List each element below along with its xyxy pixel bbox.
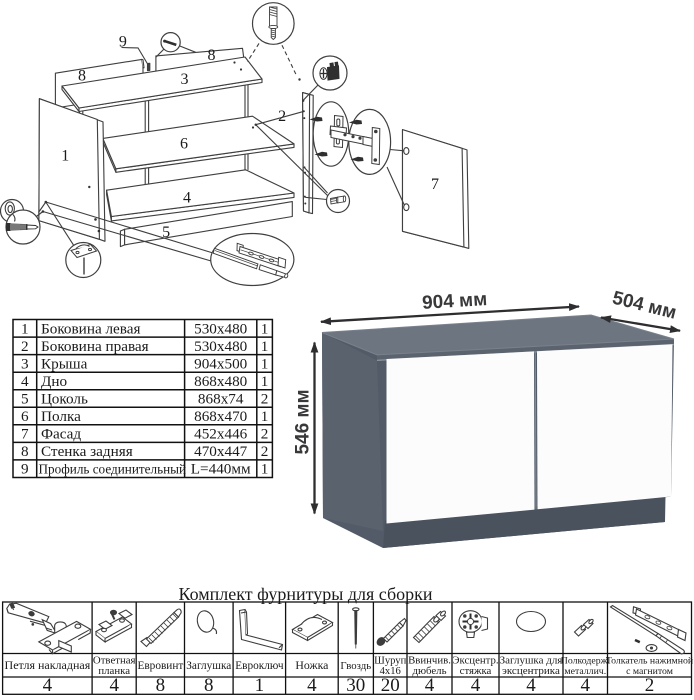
svg-text:470х447: 470х447 bbox=[194, 443, 248, 460]
svg-text:8: 8 bbox=[21, 443, 29, 460]
svg-text:4: 4 bbox=[109, 675, 119, 696]
svg-text:1: 1 bbox=[261, 355, 269, 372]
svg-text:7: 7 bbox=[431, 176, 439, 193]
svg-text:1: 1 bbox=[21, 320, 29, 337]
svg-text:L=440мм: L=440мм bbox=[191, 461, 251, 478]
svg-text:Петля накладная: Петля накладная bbox=[5, 658, 91, 672]
svg-text:металлич.: металлич. bbox=[564, 666, 606, 677]
svg-text:3: 3 bbox=[21, 355, 29, 372]
svg-text:Цоколь: Цоколь bbox=[41, 391, 88, 408]
svg-text:Полкодерж.: Полкодерж. bbox=[561, 656, 610, 667]
svg-text:Евровинт: Евровинт bbox=[137, 660, 183, 672]
svg-text:8: 8 bbox=[208, 47, 216, 64]
svg-text:30: 30 bbox=[346, 675, 365, 696]
svg-text:Комплект фурнитуры для сборки: Комплект фурнитуры для сборки bbox=[178, 584, 432, 604]
svg-text:4: 4 bbox=[425, 675, 435, 696]
svg-text:с магнитом: с магнитом bbox=[626, 666, 673, 677]
svg-text:Ножка: Ножка bbox=[295, 658, 329, 672]
svg-text:868х470: 868х470 bbox=[194, 408, 248, 425]
svg-text:9: 9 bbox=[21, 461, 29, 478]
svg-text:8: 8 bbox=[78, 68, 86, 85]
svg-text:5: 5 bbox=[162, 224, 170, 241]
svg-text:Шуруп: Шуруп bbox=[374, 656, 406, 667]
svg-text:Фасад: Фасад bbox=[41, 426, 81, 443]
svg-text:20: 20 bbox=[381, 675, 400, 696]
svg-text:5: 5 bbox=[21, 391, 29, 408]
svg-text:1: 1 bbox=[261, 320, 269, 337]
svg-text:1: 1 bbox=[261, 373, 269, 390]
svg-text:Заглушка: Заглушка bbox=[186, 660, 231, 672]
svg-text:9: 9 bbox=[119, 33, 127, 50]
svg-text:4: 4 bbox=[526, 675, 536, 696]
svg-text:2: 2 bbox=[261, 391, 269, 408]
svg-text:4: 4 bbox=[307, 675, 317, 696]
svg-text:3: 3 bbox=[181, 71, 189, 88]
svg-text:планка: планка bbox=[98, 665, 130, 677]
svg-text:2: 2 bbox=[21, 338, 29, 355]
svg-text:Заглушка для: Заглушка для bbox=[500, 655, 563, 667]
svg-text:Боковина левая: Боковина левая bbox=[41, 320, 141, 337]
svg-text:530х480: 530х480 bbox=[194, 320, 248, 337]
svg-text:868х480: 868х480 bbox=[194, 373, 248, 390]
svg-text:1: 1 bbox=[61, 147, 69, 164]
svg-text:Ввинчив.: Ввинчив. bbox=[408, 655, 451, 667]
svg-text:546 мм: 546 мм bbox=[293, 389, 314, 454]
svg-text:Полка: Полка bbox=[41, 408, 81, 425]
svg-text:904 мм: 904 мм bbox=[422, 289, 488, 314]
svg-text:452х446: 452х446 bbox=[194, 426, 248, 443]
svg-text:4: 4 bbox=[581, 675, 591, 696]
svg-text:904х500: 904х500 bbox=[194, 355, 248, 372]
svg-text:дюбель: дюбель bbox=[412, 665, 446, 677]
svg-text:Дно: Дно bbox=[41, 373, 67, 390]
svg-text:4: 4 bbox=[43, 675, 53, 696]
svg-text:1: 1 bbox=[255, 675, 265, 696]
svg-text:1: 1 bbox=[261, 408, 269, 425]
svg-text:8: 8 bbox=[204, 675, 214, 696]
svg-text:стяжка: стяжка bbox=[460, 665, 492, 677]
svg-text:2: 2 bbox=[261, 443, 269, 460]
svg-text:Профиль соединительный: Профиль соединительный bbox=[39, 461, 187, 476]
svg-text:Гвоздь: Гвоздь bbox=[340, 660, 371, 672]
svg-text:4: 4 bbox=[471, 675, 481, 696]
svg-text:4: 4 bbox=[183, 190, 191, 207]
svg-text:6: 6 bbox=[180, 136, 188, 153]
svg-text:Ответная: Ответная bbox=[93, 655, 136, 667]
svg-text:эксцентрика: эксцентрика bbox=[502, 665, 560, 677]
svg-text:Эксцентр.: Эксцентр. bbox=[452, 655, 498, 667]
svg-text:2: 2 bbox=[261, 426, 269, 443]
svg-text:Толкатель нажимной: Толкатель нажимной bbox=[606, 656, 694, 667]
svg-text:1: 1 bbox=[261, 461, 269, 478]
svg-text:868х74: 868х74 bbox=[198, 391, 244, 408]
svg-text:2: 2 bbox=[278, 108, 286, 125]
svg-text:Крыша: Крыша bbox=[41, 355, 88, 372]
svg-text:504 мм: 504 мм bbox=[610, 288, 678, 324]
svg-text:4х16: 4х16 bbox=[380, 666, 401, 677]
svg-text:Стенка задняя: Стенка задняя bbox=[41, 443, 133, 460]
svg-text:2: 2 bbox=[645, 675, 655, 696]
svg-text:530х480: 530х480 bbox=[194, 338, 248, 355]
svg-text:6: 6 bbox=[21, 408, 29, 425]
svg-text:1: 1 bbox=[261, 338, 269, 355]
svg-text:8: 8 bbox=[156, 675, 166, 696]
svg-text:Боковина правая: Боковина правая bbox=[41, 338, 149, 355]
svg-text:7: 7 bbox=[21, 426, 29, 443]
svg-text:Евроключ: Евроключ bbox=[235, 660, 284, 672]
svg-text:4: 4 bbox=[21, 373, 29, 390]
